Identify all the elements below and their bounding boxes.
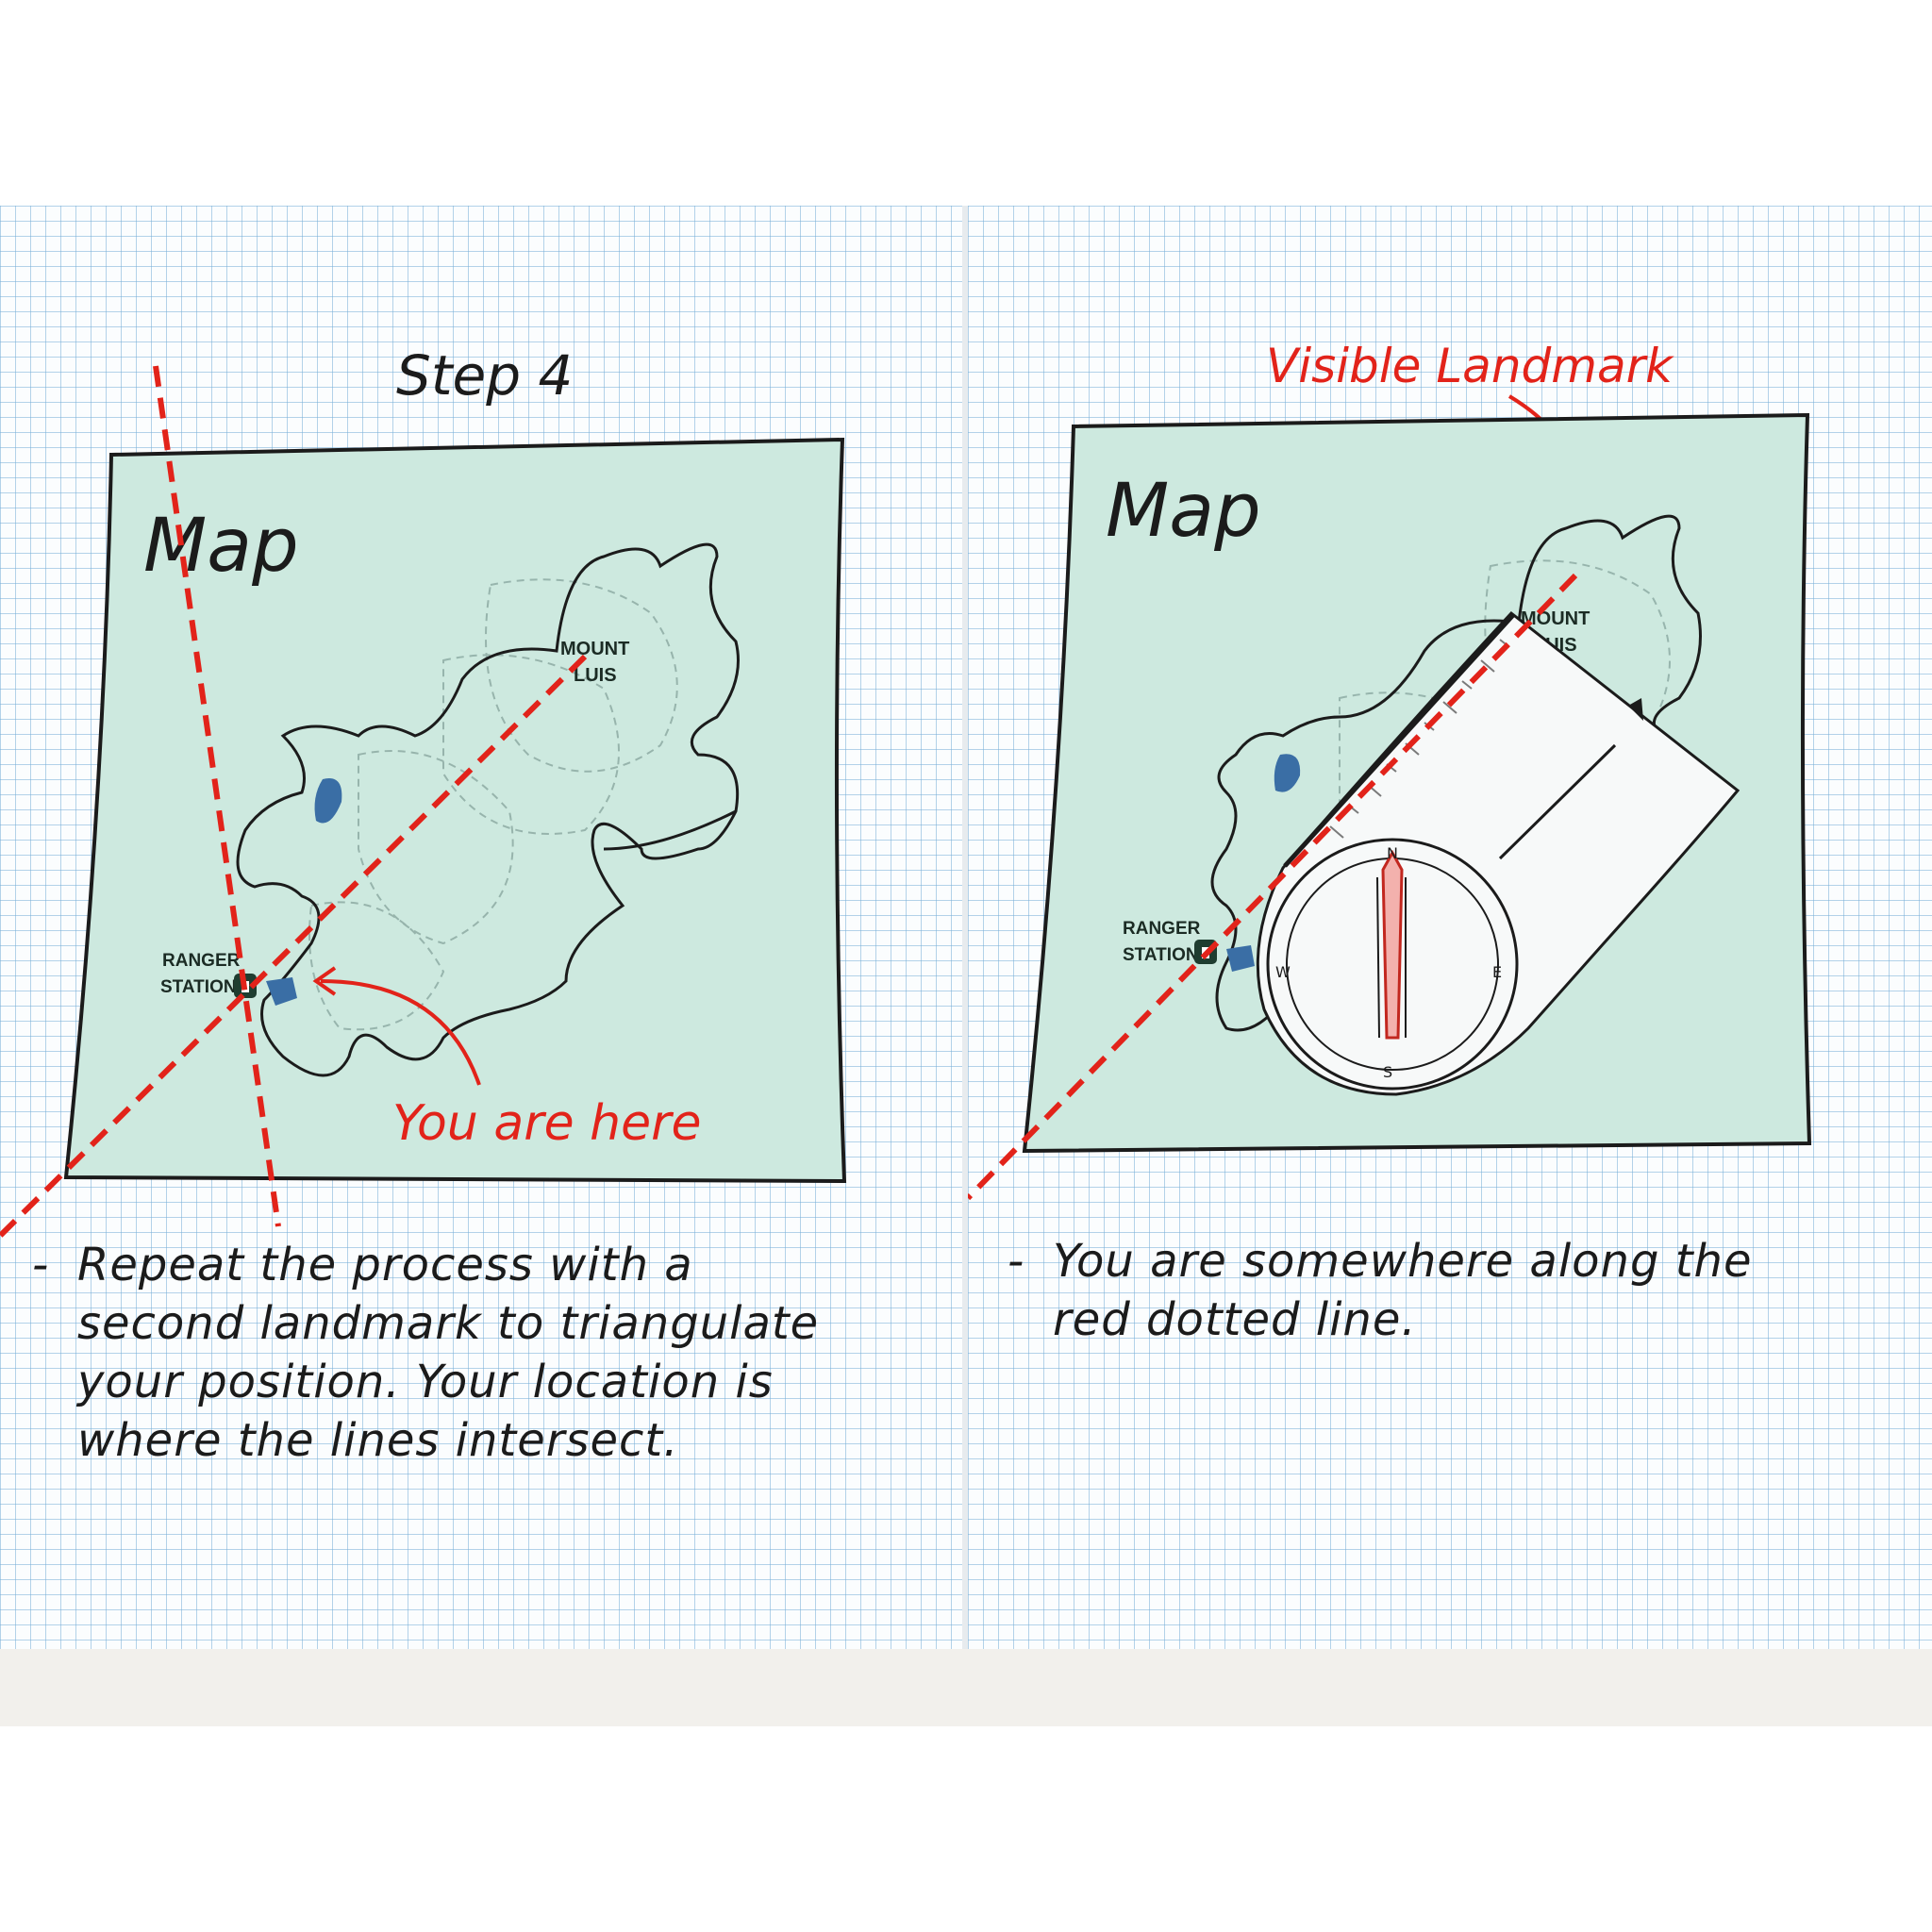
caption-line: your position. Your location is <box>77 1356 774 1408</box>
you-are-here-arrow <box>320 979 481 1086</box>
caption-dash: - <box>32 1239 50 1291</box>
lake <box>1274 754 1301 792</box>
mount-label-line2: LUIS <box>574 665 617 686</box>
compass-s-label: S <box>1383 1063 1392 1081</box>
compass-w-label: W <box>1275 963 1291 981</box>
bearing-line-1 <box>153 365 281 1227</box>
map-sheet <box>63 437 847 1184</box>
direction-line <box>1498 743 1617 860</box>
compass: N S E W <box>1256 610 1740 1096</box>
left-caption: - Repeat the process with a second landm… <box>32 1236 820 1470</box>
you-are-here-label: You are here <box>392 1095 701 1152</box>
map-title: Map <box>1106 469 1261 554</box>
contour-lines <box>308 578 678 1031</box>
caption-line: red dotted line. <box>1053 1293 1417 1346</box>
page-fold <box>962 206 968 1649</box>
ridge-line <box>603 809 737 851</box>
ranger-label-line1: RANGER <box>1123 919 1201 939</box>
bearing-line-2 <box>0 654 588 1239</box>
caption-line: where the lines intersect. <box>77 1414 679 1467</box>
lake-near-station <box>266 977 297 1006</box>
bearing-line <box>968 573 1578 1201</box>
island-outline <box>236 542 740 1077</box>
direction-arrow-icon <box>1628 698 1643 721</box>
right-panel: Visible Landmark Map MOUNT LUIS RANGER S… <box>968 339 1812 1201</box>
mount-label-line1: MOUNT <box>560 639 629 659</box>
mount-label-line1: MOUNT <box>1521 608 1590 629</box>
caption-line: Repeat the process with a <box>77 1239 693 1291</box>
lake-near-station <box>1226 945 1255 972</box>
lake <box>314 778 342 824</box>
compass-n-label: N <box>1387 844 1398 862</box>
ranger-label-line2: STATION <box>1123 945 1199 965</box>
compass-edge <box>1283 613 1515 868</box>
left-panel: Step 4 Map MOUNT LUIS RANGER STATION You… <box>0 343 847 1239</box>
ranger-label-line2: STATION <box>160 977 237 997</box>
landmark-label: Visible Landmark <box>1266 339 1674 393</box>
caption-line: You are somewhere along the <box>1053 1235 1753 1288</box>
ranger-label-line1: RANGER <box>162 951 241 971</box>
caption-line: second landmark to triangulate <box>77 1297 820 1350</box>
compass-e-label: E <box>1492 963 1502 981</box>
step-title: Step 4 <box>396 343 573 408</box>
arrowhead-icon <box>312 966 337 996</box>
caption-dash: - <box>1008 1235 1025 1288</box>
compass-needle-icon <box>1381 849 1404 1040</box>
right-caption: - You are somewhere along the red dotted… <box>1008 1232 1753 1349</box>
map-title: Map <box>143 504 299 589</box>
